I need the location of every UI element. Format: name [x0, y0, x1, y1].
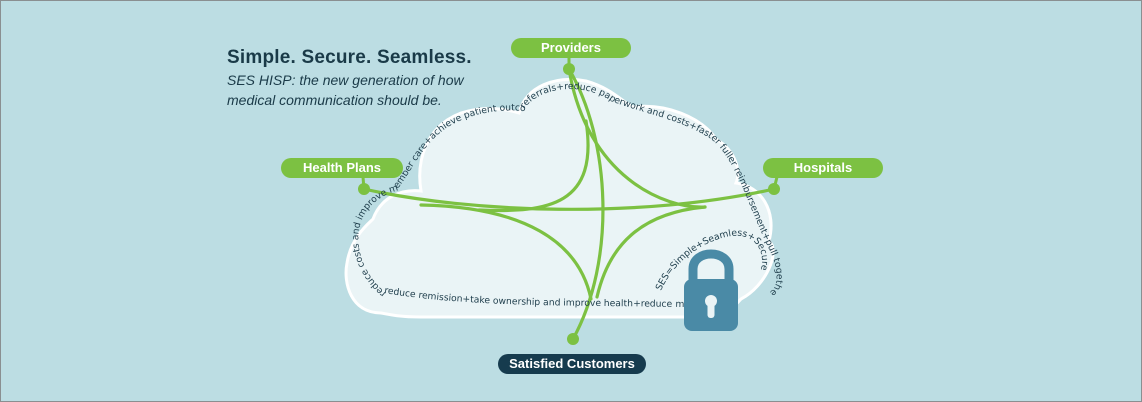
- customers-dot: [567, 333, 579, 345]
- headline-subtitle-1: SES HISP: the new generation of how: [227, 72, 464, 88]
- headline-subtitle-2: medical communication should be.: [227, 92, 442, 108]
- connection-curves: [362, 67, 776, 341]
- cloud-shape: [344, 77, 775, 319]
- hospitals-label: Hospitals: [763, 158, 883, 178]
- padlock-icon: [684, 249, 738, 331]
- node-stubs: [361, 55, 779, 191]
- curve-providers-hospitals: [567, 67, 707, 209]
- curve-healthplans-customers: [419, 203, 593, 301]
- endpoint-dots: [358, 63, 780, 345]
- curve-hospitals-customers: [595, 205, 707, 299]
- headline-title: Simple. Secure. Seamless.: [227, 47, 472, 68]
- curve-healthplans-hospitals: [362, 187, 776, 211]
- health-plans-label: Health Plans: [281, 158, 403, 178]
- providers-label: Providers: [511, 38, 631, 58]
- curve-providers-healthplans: [477, 119, 590, 213]
- headline-block: Simple. Secure. Seamless. SES HISP: the …: [227, 47, 472, 109]
- curve-providers-customers: [567, 67, 605, 341]
- satisfied-customers-label: Satisfied Customers: [498, 354, 646, 374]
